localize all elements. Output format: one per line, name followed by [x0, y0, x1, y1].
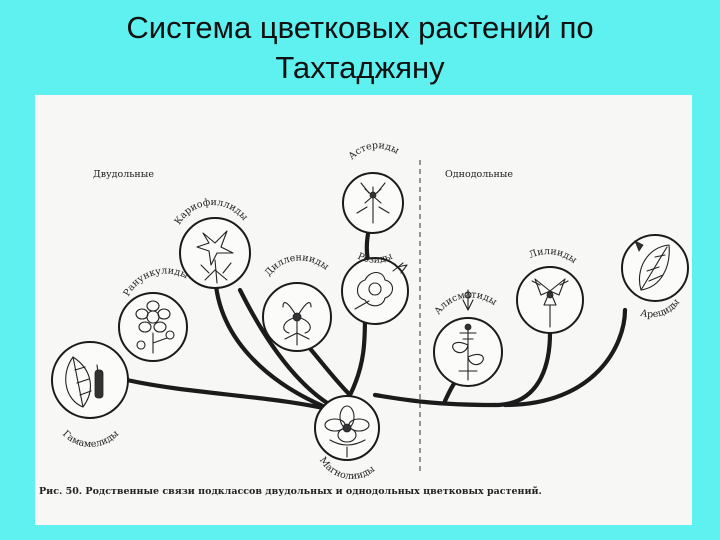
branch-rosids	[347, 312, 368, 398]
branch-arecids	[502, 307, 628, 408]
label-asterids: Астериды	[346, 140, 401, 162]
label-liliids: Лилииды	[527, 246, 579, 266]
label-hamamelids: Гамамелиды	[60, 428, 121, 450]
branch-dilleniids	[304, 342, 353, 398]
phylogeny-diagram: Двудольные Однодольные Гамамелиды Ранунк…	[39, 140, 689, 497]
branch-hamamelids	[124, 377, 348, 416]
label-dilleniids: Дилленииды	[263, 252, 331, 278]
branch-caryophyllids	[212, 267, 343, 416]
label-rosids: Розиды	[356, 251, 395, 266]
node-arecids	[621, 234, 689, 302]
node-rosids	[341, 257, 409, 325]
node-asterids	[342, 172, 404, 234]
node-dilleniids	[262, 282, 332, 352]
slide-title-line-2: Тахтаджяну	[275, 50, 445, 85]
branch-monocots-trunk	[372, 392, 498, 408]
label-monocots: Однодольные	[445, 169, 513, 180]
label-dicots: Двудольные	[93, 169, 154, 180]
branch-liliids	[492, 330, 553, 408]
node-hamamelids	[51, 341, 129, 419]
figure-caption: Рис. 50. Родственные связи подклассов дв…	[39, 486, 542, 497]
slide-title: Система цветковых растений по Тахтаджяну	[0, 8, 720, 88]
node-alismatids	[433, 289, 503, 387]
slide-title-line-1: Система цветковых растений по	[126, 10, 594, 45]
node-magnoliids	[314, 395, 380, 461]
node-liliids	[516, 266, 584, 334]
node-ranunculids	[118, 292, 188, 362]
phylogeny-figure: Двудольные Однодольные Гамамелиды Ранунк…	[35, 95, 692, 525]
label-alismatids: Алисматиды	[432, 289, 499, 316]
node-caryophyllids	[179, 217, 251, 289]
